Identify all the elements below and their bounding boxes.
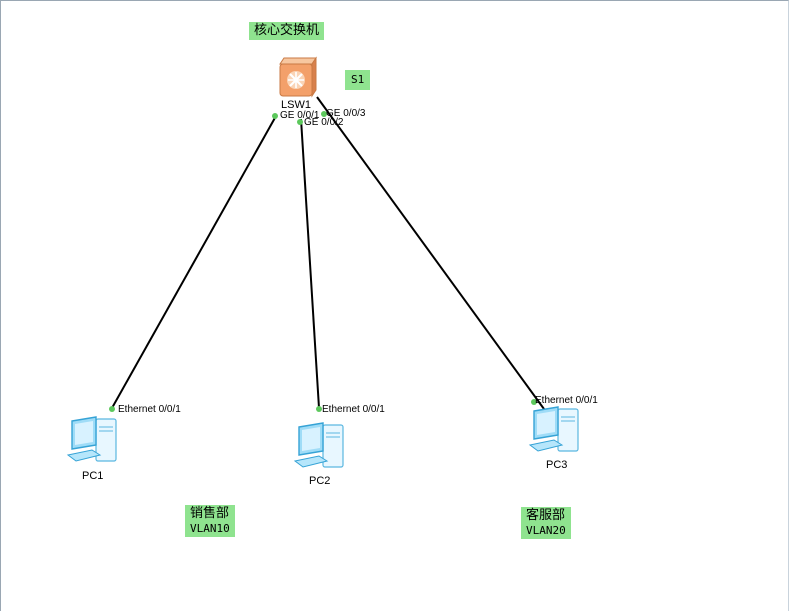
port-indicator [109, 406, 115, 412]
switch-icon[interactable] [276, 56, 320, 102]
port-indicator [272, 113, 278, 119]
switch-port-2: GE 0/0/2 [304, 117, 344, 128]
pc2-port: Ethernet 0/0/1 [322, 404, 385, 415]
link-lsw1-pc2[interactable] [300, 118, 320, 409]
department-vlan: VLAN20 [526, 524, 566, 537]
switch-name: LSW1 [281, 99, 311, 111]
pc1-port: Ethernet 0/0/1 [118, 404, 181, 415]
pc-icon[interactable] [293, 421, 349, 479]
pc1-name: PC1 [82, 470, 104, 482]
port-indicator [297, 119, 303, 125]
link-lsw1-pc1[interactable] [111, 115, 277, 409]
pc2-name: PC2 [309, 475, 331, 487]
pc3-port: Ethernet 0/0/1 [535, 395, 598, 406]
department-vlan: VLAN10 [190, 522, 230, 535]
port-indicator [531, 399, 537, 405]
switch-tag: S1 [345, 70, 371, 90]
switch-port-1: GE 0/0/1 [280, 110, 320, 121]
port-indicator [316, 406, 322, 412]
core-switch-title: 核心交换机 [249, 22, 325, 40]
pc-icon[interactable] [66, 415, 122, 473]
department-sales-tag: 销售部 VLAN10 [185, 505, 235, 537]
pc3-name: PC3 [546, 459, 568, 471]
department-service-tag: 客服部 VLAN20 [521, 507, 571, 539]
switch-port-3: GE 0/0/3 [326, 108, 366, 119]
pc-icon[interactable] [528, 405, 584, 463]
port-indicator [321, 111, 327, 117]
department-name: 销售部 [190, 506, 230, 521]
department-name: 客服部 [526, 508, 566, 523]
link-lsw1-pc3[interactable] [316, 96, 545, 410]
